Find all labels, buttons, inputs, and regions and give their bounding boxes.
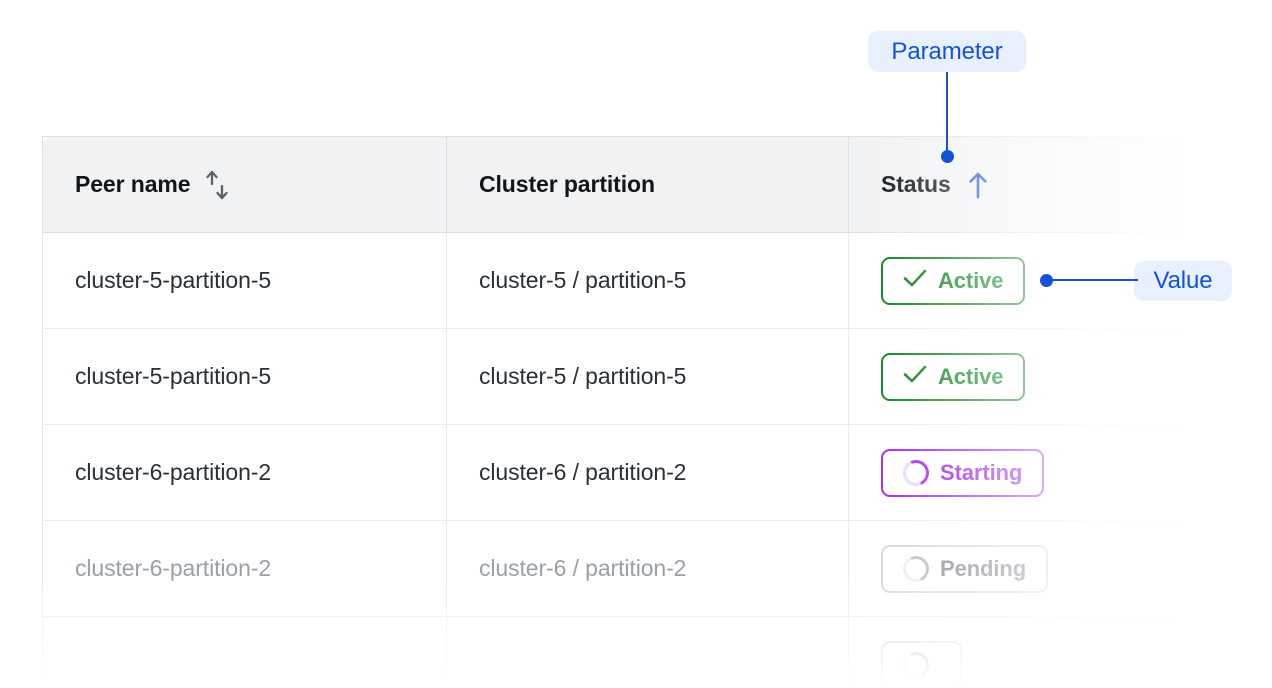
annotation-value-pill: Value (1134, 261, 1232, 301)
cell-peer-name: cluster-6-partition-2 (42, 424, 447, 521)
status-badge-label: Pending (940, 555, 1027, 581)
table-row[interactable]: cluster-6-partition-2 cluster-6 / partit… (42, 424, 1232, 521)
cell-cluster-partition: cluster-6 / partition-2 (446, 520, 849, 617)
table-row[interactable]: cluster-6-partition-2 cluster-6 / partit… (42, 520, 1232, 617)
column-header-status[interactable]: Status (848, 136, 1232, 233)
cell-status: Starting (848, 424, 1232, 521)
cell-peer-name: cluster-5-partition-5 (42, 328, 447, 425)
table-row[interactable] (42, 616, 1232, 688)
annotation-parameter-dot (941, 150, 954, 163)
cell-status: Active (848, 328, 1232, 425)
cell-peer-name (42, 616, 447, 688)
table-header-row: Peer name (42, 136, 1232, 233)
spinner-icon (899, 647, 933, 682)
annotation-value-leader-line (1048, 279, 1138, 281)
cell-cluster-partition: cluster-6 / partition-2 (446, 424, 849, 521)
column-header-peer-name[interactable]: Peer name (42, 136, 447, 233)
status-badge-label: Starting (940, 459, 1023, 485)
status-badge: Starting (881, 448, 1045, 497)
column-header-cluster-partition-label: Cluster partition (479, 171, 655, 197)
peers-table: Peer name (42, 136, 1232, 688)
status-badge: Active (881, 352, 1026, 401)
spinner-icon (899, 455, 933, 490)
column-header-peer-name-label: Peer name (75, 171, 191, 197)
check-icon (903, 364, 927, 390)
peers-table-container: Peer name (42, 136, 1232, 688)
column-header-cluster-partition[interactable]: Cluster partition (446, 136, 849, 233)
cell-cluster-partition: cluster-5 / partition-5 (446, 328, 849, 425)
table-header: Peer name (42, 136, 1232, 233)
cell-status: Pending (848, 520, 1232, 617)
check-icon (903, 268, 927, 294)
cell-peer-name: cluster-5-partition-5 (42, 232, 447, 329)
cell-peer-name: cluster-6-partition-2 (42, 520, 447, 617)
column-header-status-label: Status (881, 171, 951, 197)
cell-cluster-partition: cluster-5 / partition-5 (446, 232, 849, 329)
table-row[interactable]: cluster-5-partition-5 cluster-5 / partit… (42, 328, 1232, 425)
status-badge: Active (881, 256, 1026, 305)
status-badge (881, 640, 962, 688)
status-badge-label: Active (938, 363, 1004, 389)
status-badge: Pending (881, 544, 1049, 593)
annotation-value-dot (1040, 274, 1053, 287)
sort-updown-icon[interactable] (204, 170, 230, 200)
status-badge-label: Active (938, 267, 1004, 293)
annotation-parameter-pill: Parameter (868, 31, 1026, 72)
table-body: cluster-5-partition-5 cluster-5 / partit… (42, 232, 1232, 688)
cell-cluster-partition (446, 616, 849, 688)
spinner-icon (899, 551, 933, 586)
cell-status (848, 616, 1232, 688)
sort-up-icon[interactable] (965, 170, 991, 200)
annotation-parameter-leader-line (946, 72, 948, 156)
